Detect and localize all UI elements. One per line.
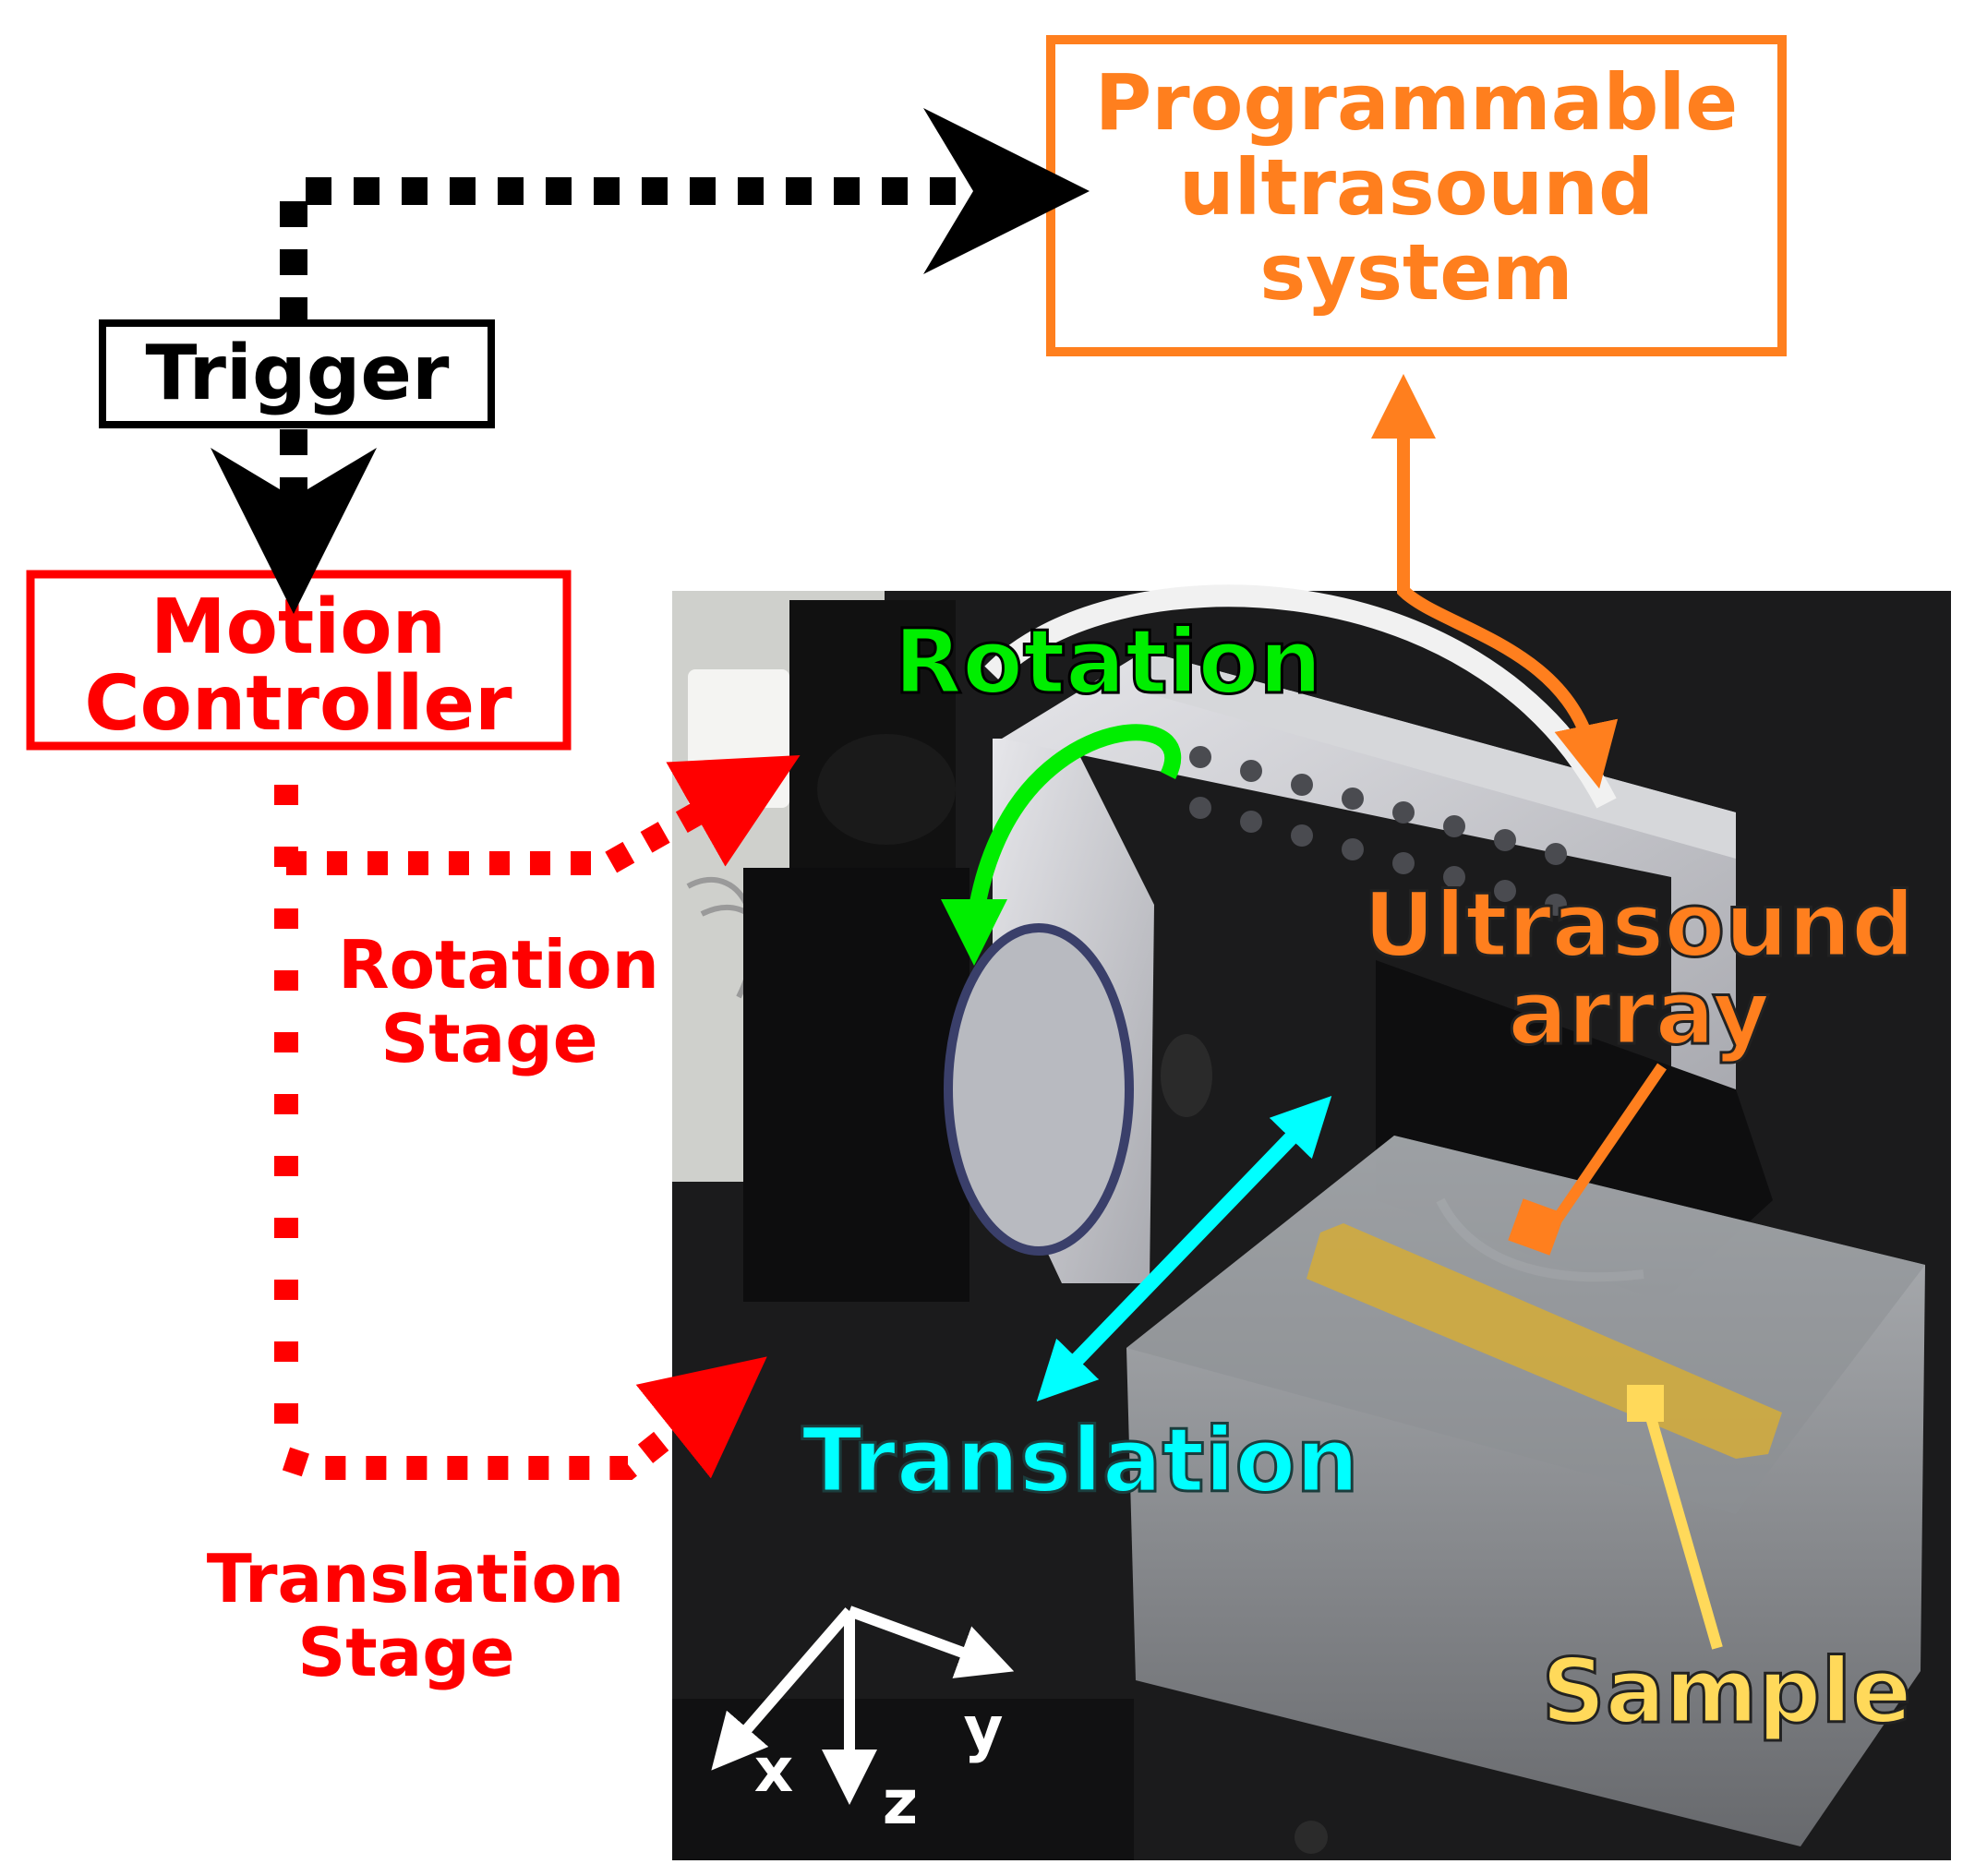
translation-stage-label-2: Stage xyxy=(297,1614,514,1691)
motion-controller-line2: Controller xyxy=(84,660,512,748)
trigger-to-system-arrow xyxy=(280,108,1090,323)
translation-annotation: Translation xyxy=(801,1095,1360,1514)
curved-arrow-icon xyxy=(941,724,1182,966)
trigger-box: Trigger xyxy=(99,319,495,428)
coordinate-axes-icon: x y z xyxy=(711,1605,1015,1838)
experimental-setup-photo xyxy=(672,584,1951,1860)
trigger-label: Trigger xyxy=(146,330,450,417)
ultrasound-array-annotation: Ultrasound array xyxy=(1362,872,1916,1256)
double-headed-arrow-icon xyxy=(1036,1095,1332,1402)
ultrasound-array-label-2: array xyxy=(1508,961,1770,1064)
trigger-connectors xyxy=(211,108,1090,614)
motion-controller-line1: Motion xyxy=(151,583,446,671)
ultrasound-system-line1: Programmable xyxy=(1095,57,1739,148)
to-translation-stage-arrow xyxy=(282,1356,767,1480)
sample-pointer xyxy=(1643,1406,1723,1650)
rotation-stage-label-1: Rotation xyxy=(338,926,659,1004)
axis-x-arrow xyxy=(711,1607,854,1771)
sample-annotation: Sample xyxy=(1540,1385,1913,1745)
sample-marker xyxy=(1627,1385,1664,1422)
sample-label: Sample xyxy=(1542,1640,1912,1743)
rotation-annotation: Rotation xyxy=(893,609,1323,966)
ultrasound-system-box: Programmable ultrasound system xyxy=(1046,35,1787,356)
rotation-label: Rotation xyxy=(894,610,1322,714)
translation-label: Translation xyxy=(801,1409,1358,1512)
ultrasound-system-line3: system xyxy=(1259,227,1572,318)
rotation-stage-label-2: Stage xyxy=(380,1000,597,1077)
controller-connectors xyxy=(274,754,801,1480)
axis-z-label: z xyxy=(883,1767,918,1838)
ultrasound-system-line2: ultrasound xyxy=(1179,142,1654,233)
ultrasound-array-label-1: Ultrasound xyxy=(1363,873,1914,977)
axis-y-arrow xyxy=(847,1605,1015,1678)
system-array-link-arrow xyxy=(1371,374,1619,789)
axis-x-label: x xyxy=(754,1735,794,1806)
axis-y-label: y xyxy=(963,1693,1003,1764)
ultrasound-array-marker xyxy=(1508,1198,1565,1256)
motion-controller-box: Motion Controller xyxy=(26,570,572,751)
ultrasound-array-pointer xyxy=(1547,1063,1667,1232)
translation-stage-label-1: Translation xyxy=(207,1540,625,1617)
